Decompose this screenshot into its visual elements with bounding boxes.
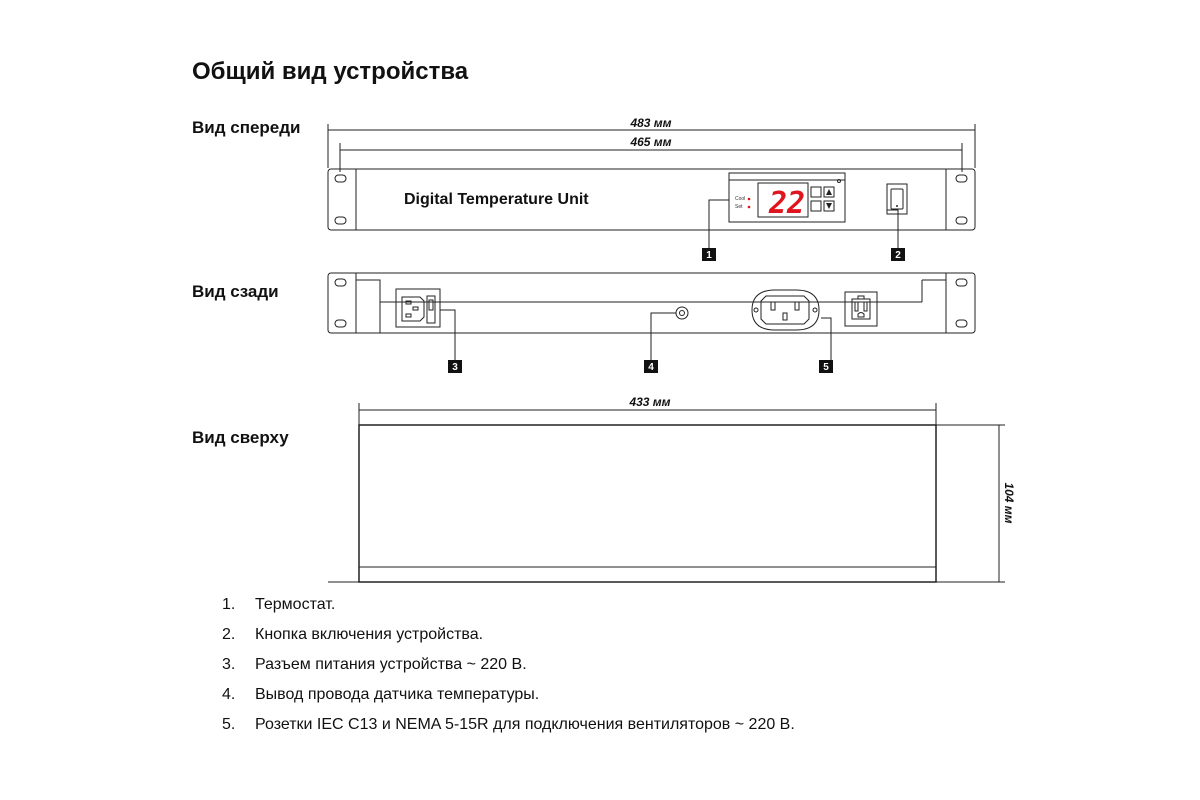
legend-text: Кнопка включения устройства.	[255, 626, 484, 643]
dim-433-text: 433 мм	[628, 395, 670, 409]
dim-104-text: 104 мм	[1002, 482, 1016, 523]
front-panel-label: Digital Temperature Unit	[404, 191, 589, 208]
top-view-label: Вид сверху	[192, 428, 289, 447]
callout-1: 1	[702, 248, 716, 261]
legend-number: 4.	[222, 686, 236, 703]
callout-1-number: 1	[706, 250, 712, 261]
callout-2-number: 2	[895, 250, 901, 261]
legend-item: 2. Кнопка включения устройства.	[222, 624, 795, 654]
down-arrow-icon	[826, 203, 832, 209]
cool-label: Cool	[735, 196, 745, 202]
up-arrow-button	[823, 186, 835, 198]
power-inlet	[395, 288, 441, 328]
legend-list: 1. Термостат. 2. Кнопка включения устройст…	[222, 594, 795, 744]
dimension-465	[339, 143, 963, 172]
legend-number: 1.	[222, 596, 236, 613]
cool-indicator-led	[747, 197, 751, 201]
front-panel	[327, 168, 976, 231]
legend-item: 1. Термостат.	[222, 594, 795, 624]
up-arrow-icon	[826, 189, 832, 195]
legend-text: Разъем питания устройства ~ 220 В.	[255, 656, 527, 673]
thermostat-display-value: 22	[768, 186, 805, 221]
legend-text: Термостат.	[255, 596, 336, 613]
page-title: Общий вид устройства	[192, 58, 469, 85]
legend-text: Вывод провода датчика температуры.	[255, 686, 540, 703]
top-view-body	[328, 424, 972, 583]
nema-5-15r-socket	[844, 291, 878, 327]
legend-text: Розетки IEC C13 и NEMA 5-15R для подключ…	[255, 716, 795, 733]
back-view-label: Вид сзади	[192, 282, 279, 301]
callout-3: 3	[448, 360, 462, 373]
legend-item: 4. Вывод провода датчика температуры.	[222, 684, 795, 714]
legend-number: 2.	[222, 626, 236, 643]
set-indicator-led	[747, 205, 751, 209]
legend-item: 5. Розетки IEC C13 и NEMA 5-15R для подкл…	[222, 714, 795, 744]
legend-number: 5.	[222, 716, 236, 733]
dimension-433	[358, 403, 937, 425]
callout-3-number: 3	[452, 362, 458, 373]
callout-4-number: 4	[648, 362, 654, 373]
legend-item: 3. Разъем питания устройства ~ 220 В.	[222, 654, 795, 684]
set-label: Set	[735, 204, 743, 210]
legend-number: 3.	[222, 656, 236, 673]
callout-4: 4	[644, 360, 658, 373]
front-view-label: Вид спереди	[192, 118, 301, 137]
thermostat	[728, 172, 846, 223]
callout-5-number: 5	[823, 362, 829, 373]
dimension-104	[936, 424, 1005, 583]
sensor-outlet	[675, 306, 689, 320]
dim-465-text: 465 мм	[629, 135, 671, 149]
callout-5: 5	[819, 360, 833, 373]
down-arrow-button	[823, 200, 835, 212]
dimension-483	[327, 124, 976, 168]
iec-c13-socket	[751, 289, 820, 331]
dim-483-text: 483 мм	[629, 116, 671, 130]
callout-2: 2	[891, 248, 905, 261]
power-switch	[886, 183, 908, 215]
